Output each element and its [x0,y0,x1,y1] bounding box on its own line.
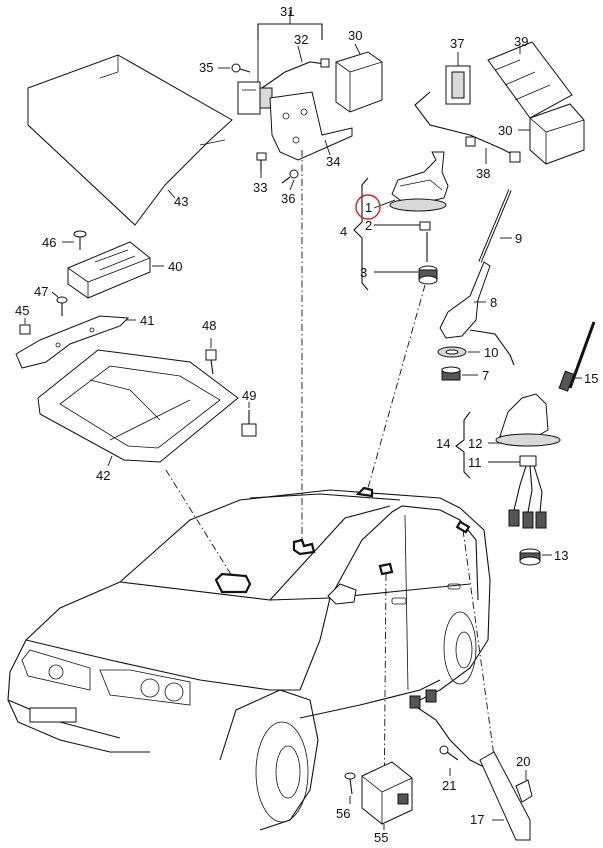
callout-30-right: 30 [498,123,512,138]
callout-10: 10 [484,345,498,360]
callout-31: 31 [280,4,294,19]
part-wiring-17[interactable] [409,689,531,841]
part-bolt-48[interactable] [205,349,217,375]
part-cover-panel[interactable] [27,54,233,226]
callout-15: 15 [584,371,598,386]
part-module-31[interactable] [237,81,273,115]
callout-56: 56 [336,806,350,821]
callout-55: 55 [374,830,388,845]
part-connector-37[interactable] [445,65,471,105]
part-control-unit-40[interactable] [67,241,151,299]
callout-17: 17 [470,812,484,827]
marker-module-location [292,538,316,556]
part-cable-32[interactable] [261,58,330,89]
part-unit-55[interactable] [361,761,413,825]
part-nut-7[interactable] [441,366,461,381]
callout-45: 45 [15,303,29,318]
part-screw-46[interactable] [73,230,87,250]
callout-30-top: 30 [348,28,362,43]
part-screw-33[interactable] [256,152,267,172]
part-cable-11[interactable] [508,455,547,529]
callout-21: 21 [442,778,456,793]
callout-2: 2 [365,218,372,233]
callout-32: 32 [294,32,308,47]
part-screw-36[interactable] [281,169,299,184]
callout-38: 38 [476,166,490,181]
callout-8: 8 [490,295,497,310]
part-tray-42[interactable] [37,349,239,463]
callout-11: 11 [468,455,482,470]
callout-14: 14 [436,436,450,451]
callout-42: 42 [96,468,110,483]
part-bracket-34[interactable] [269,91,353,161]
callout-4: 4 [340,224,347,239]
part-clip-49[interactable] [241,410,257,437]
vehicle-outline [7,489,491,831]
callout-33: 33 [253,180,267,195]
callout-9: 9 [515,231,522,246]
marker-roof-antenna-location [355,486,374,498]
part-nut-45[interactable] [19,324,31,335]
part-antenna-base-1[interactable] [389,151,449,212]
marker-cover-location [214,572,252,594]
callout-48: 48 [202,318,216,333]
callout-43: 43 [174,194,188,209]
callout-1-highlight [355,194,381,220]
callout-34: 34 [326,154,340,169]
marker-door-location [378,562,394,576]
part-nut-3[interactable] [418,232,438,285]
callout-39: 39 [514,34,528,49]
part-seal-10[interactable] [437,346,467,358]
part-antenna-rod-9[interactable] [478,189,512,263]
part-screw-47[interactable] [56,296,68,316]
callout-1: 1 [365,200,372,215]
callout-36: 36 [281,191,295,206]
part-cable-38[interactable] [414,91,521,163]
part-module-30-top[interactable] [335,51,383,113]
callout-49: 49 [242,388,256,403]
part-bracket-39[interactable] [487,41,573,119]
callout-35: 35 [199,60,213,75]
callout-47: 47 [34,284,48,299]
part-antenna-rod-15[interactable] [558,321,596,392]
callout-12: 12 [468,436,482,451]
part-clip-20[interactable] [515,779,533,803]
part-screw-21[interactable] [439,745,459,761]
callout-40: 40 [168,259,182,274]
part-module-30-right[interactable] [529,103,585,165]
part-bracket-41[interactable] [15,315,130,369]
part-seal-2[interactable] [419,221,431,231]
part-antenna-base-8[interactable] [439,261,515,366]
callout-37: 37 [450,36,464,51]
marker-rear-location [455,520,471,534]
callout-3: 3 [360,265,367,280]
part-nut-13[interactable] [519,548,541,566]
part-screw-56[interactable] [344,772,356,795]
part-screw-35[interactable] [231,63,251,73]
callout-41: 41 [140,313,154,328]
callout-46: 46 [42,235,56,250]
callout-7: 7 [482,368,489,383]
callout-20: 20 [516,754,530,769]
part-shark-fin-12[interactable] [495,393,561,447]
callout-13: 13 [554,548,568,563]
